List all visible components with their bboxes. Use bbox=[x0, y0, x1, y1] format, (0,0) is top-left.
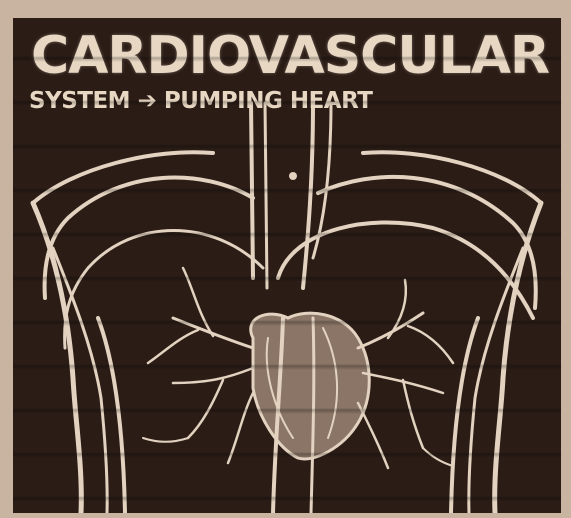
left-pulmonary-branch-5 bbox=[228, 393, 253, 463]
right-subclavian bbox=[318, 177, 536, 308]
left-aortic-branch bbox=[65, 231, 263, 349]
left-pulmonary-branch-4 bbox=[188, 380, 223, 438]
right-pulmonary-branch-2 bbox=[408, 326, 453, 363]
left-subclavian bbox=[45, 178, 253, 298]
poster-panel: CARDIOVASCULAR SYSTEM ➔ PUMPING HEART bbox=[13, 18, 561, 513]
left-pulmonary-branch-6 bbox=[143, 438, 188, 442]
right-pulmonary-trunk bbox=[358, 313, 423, 348]
left-pulmonary-branch-2 bbox=[148, 330, 198, 363]
poster-subtitle: SYSTEM ➔ PUMPING HEART bbox=[29, 88, 372, 114]
right-pulmonary-branch-5 bbox=[358, 403, 388, 468]
poster-title: CARDIOVASCULAR bbox=[31, 30, 551, 82]
left-pulmonary-trunk bbox=[173, 318, 253, 348]
left-pulmonary-branch-1 bbox=[183, 268, 213, 336]
neck-vein-left bbox=[265, 103, 267, 288]
neck-artery-right bbox=[303, 103, 313, 288]
neck-node bbox=[289, 172, 297, 180]
left-arm-outer bbox=[33, 203, 81, 513]
right-pulmonary-branch-6 bbox=[423, 448, 453, 466]
right-arm-outer bbox=[495, 203, 541, 513]
left-pulmonary-branch-3 bbox=[173, 368, 253, 383]
neck-artery-left bbox=[251, 103, 253, 278]
right-pulmonary-branch-4 bbox=[403, 380, 423, 448]
heart-shape bbox=[251, 313, 370, 459]
